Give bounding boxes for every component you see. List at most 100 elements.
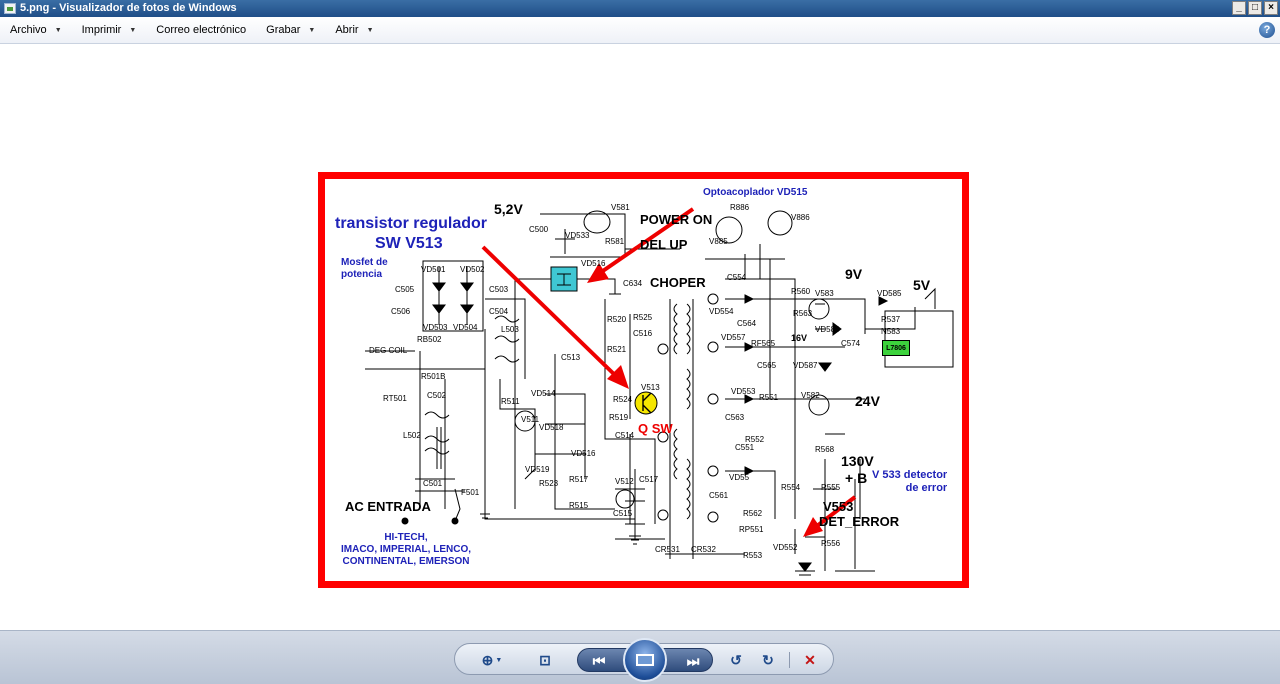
component-label: C503 (489, 285, 509, 294)
component-label: R521 (607, 345, 627, 354)
annotation-transistor-line1: transistor regulador (335, 215, 488, 232)
playback-controls: ⊕▼ ⊡ ⏮ ⏭ ↺ ↻ ✕ (454, 638, 834, 682)
bottom-toolbar: ⊕▼ ⊡ ⏮ ⏭ ↺ ↻ ✕ (0, 630, 1280, 684)
chevron-down-icon: ▼ (366, 26, 374, 34)
component-label: R501B (421, 372, 446, 381)
delete-icon[interactable]: ✕ (804, 651, 816, 668)
component-label: R581 (605, 237, 625, 246)
label-ac-entrada: AC ENTRADA (345, 499, 431, 514)
menu-archivo[interactable]: Archivo ▼ (0, 19, 72, 41)
component-label: C515 (613, 509, 633, 518)
label-det-error: DET_ERROR (819, 514, 900, 529)
component-label: R568 (815, 445, 835, 454)
component-label: VD518 (539, 423, 564, 432)
next-icon[interactable]: ⏭ (686, 652, 700, 669)
annotation-transistor-line2: SW V513 (375, 235, 443, 252)
component-label: V886 (791, 213, 810, 222)
component-label: RB502 (417, 335, 442, 344)
minimize-button[interactable]: _ (1232, 1, 1246, 15)
annotation-mosfet: Mosfet de potencia (341, 257, 388, 280)
label-5v: 5V (913, 277, 931, 293)
component-label: L503 (501, 325, 519, 334)
component-label: V583 (815, 289, 834, 298)
component-label: VD516 (571, 449, 596, 458)
component-label: R525 (633, 313, 653, 322)
menu-imprimir[interactable]: Imprimir▼ (72, 19, 147, 41)
label-24v: 24V (855, 393, 880, 409)
label-9v: 9V (845, 266, 863, 282)
menu-abrir[interactable]: Abrir▼ (325, 19, 383, 41)
actual-size-icon[interactable]: ⊡ (539, 651, 551, 668)
component-label: V511 (521, 415, 540, 424)
help-icon[interactable]: ? (1259, 22, 1275, 38)
component-label: C574 (841, 339, 861, 348)
window-buttons: _ □ × (1232, 1, 1278, 15)
component-label: R554 (781, 483, 801, 492)
label-16v: 16V (791, 333, 808, 343)
image-viewport: transistor regulador SW V513 Mosfet de p… (0, 44, 1280, 630)
menu-label: Archivo (10, 24, 47, 36)
component-label: V582 (801, 391, 820, 400)
component-label: VD585 (877, 289, 902, 298)
component-label: VD557 (721, 333, 746, 342)
previous-icon[interactable]: ⏮ (592, 652, 606, 669)
annotation-detector: V 533 detector de error (872, 469, 948, 494)
slideshow-icon (636, 654, 654, 666)
component-label: R560 (791, 287, 811, 296)
component-label: VD584 (815, 325, 840, 334)
label-5v2: 5,2V (494, 201, 523, 217)
regulator-l7806: L7806 (882, 340, 910, 356)
label-power-on: POWER ON (640, 212, 713, 227)
chevron-down-icon: ▼ (54, 26, 62, 34)
menu-label: Correo electrónico (156, 24, 247, 36)
component-label: V512 (615, 477, 634, 486)
window-title: 5.png - Visualizador de fotos de Windows (20, 2, 237, 14)
component-label: R555 (821, 483, 841, 492)
maximize-button[interactable]: □ (1248, 1, 1262, 15)
label-b: + B (845, 470, 868, 486)
rotate-counterclockwise-icon[interactable]: ↺ (730, 651, 742, 668)
component-label: C517 (639, 475, 659, 484)
component-label: RP551 (739, 525, 764, 534)
schematic-drawing (365, 207, 954, 576)
menu-grabar[interactable]: Grabar▼ (256, 19, 325, 41)
component-label: VD552 (773, 543, 798, 552)
app-icon (4, 3, 16, 14)
component-label: C513 (561, 353, 581, 362)
component-label: VD504 (453, 323, 478, 332)
component-label: VD503 (423, 323, 448, 332)
component-label: VD553 (731, 387, 756, 396)
component-label: VD514 (531, 389, 556, 398)
component-label: VD533 (565, 231, 590, 240)
component-label: C563 (725, 413, 745, 422)
label-v553: V553 (823, 499, 854, 514)
component-label: VD55 (729, 473, 750, 482)
component-label: RT501 (383, 394, 407, 403)
component-label: C565 (757, 361, 777, 370)
component-label: DEG COIL (369, 346, 408, 355)
component-label: C500 (529, 225, 549, 234)
annotation-optoacoplador: Optoacoplador VD515 (703, 187, 808, 198)
component-label: C506 (391, 307, 411, 316)
close-button[interactable]: × (1264, 1, 1278, 15)
component-label: R517 (569, 475, 589, 484)
component-label: CR531 (655, 545, 680, 554)
menu-correo[interactable]: Correo electrónico (146, 19, 256, 41)
component-label: VD501 (421, 265, 446, 274)
zoom-icon[interactable]: ⊕▼ (481, 651, 503, 668)
component-label: R524 (613, 395, 633, 404)
component-label: C505 (395, 285, 415, 294)
component-label: N583 (881, 327, 901, 336)
rotate-clockwise-icon[interactable]: ↻ (762, 651, 774, 668)
schematic-image: transistor regulador SW V513 Mosfet de p… (318, 172, 969, 588)
menu-bar: Archivo ▼ Imprimir▼ Correo electrónico Gr… (0, 17, 1280, 44)
component-label: L502 (403, 431, 421, 440)
component-label: VD502 (460, 265, 485, 274)
label-choper: CHOPER (650, 275, 706, 290)
component-label: R556 (821, 539, 841, 548)
component-label: R511 (501, 397, 520, 406)
component-label: F501 (461, 488, 480, 497)
component-label: C501 (423, 479, 443, 488)
brands-list: HI-TECH, IMACO, IMPERIAL, LENCO, CONTINE… (341, 532, 471, 567)
slideshow-button[interactable] (623, 638, 667, 682)
